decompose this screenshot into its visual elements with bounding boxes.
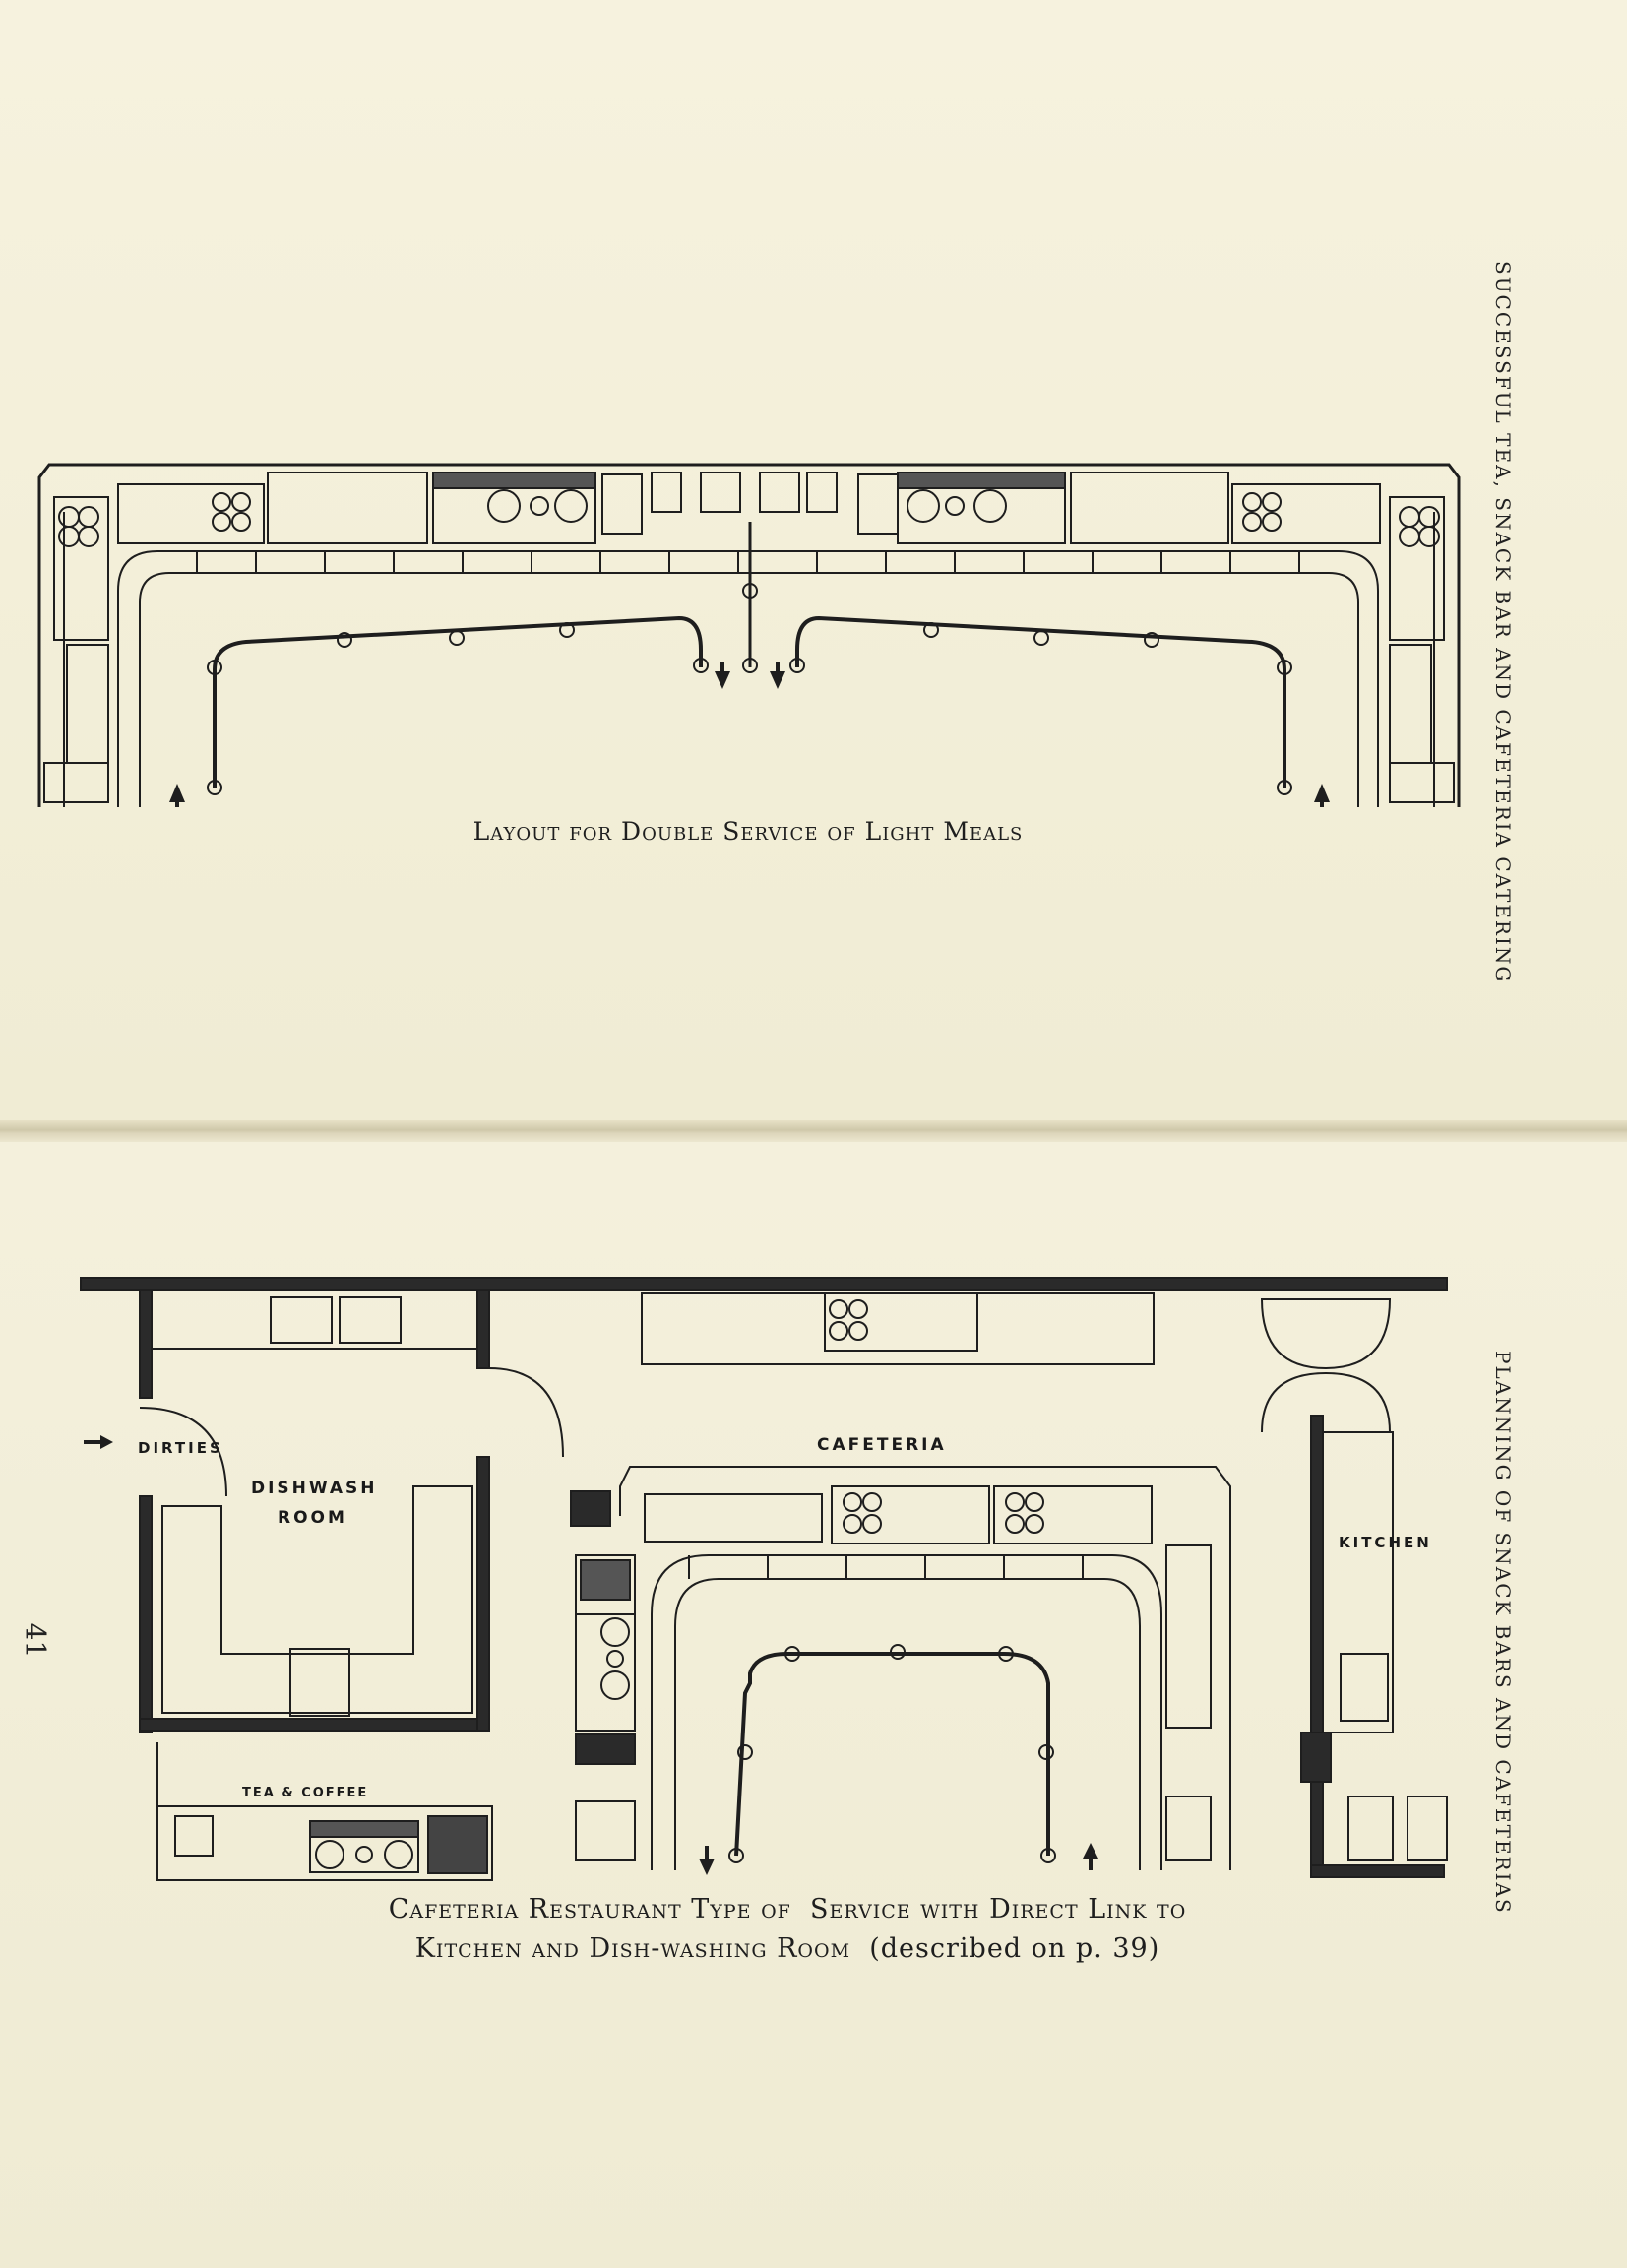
bottom-caption-line-2: Kitchen and Dish-washing Room (described… [295, 1929, 1280, 1969]
label-room: ROOM [278, 1508, 347, 1528]
page-number: 41 [19, 1622, 52, 1659]
top-caption: Layout for Double Service of Light Meals [472, 817, 1024, 846]
label-cafeteria: CAFETERIA [817, 1435, 947, 1455]
top-page [0, 0, 1627, 1124]
caption-part-3: Kitchen and Dish-washing Room [414, 1933, 851, 1964]
book-gutter [0, 1120, 1627, 1142]
caption-part-2: Service with Direct Link to [810, 1894, 1187, 1924]
caption-part-4: (described on p. 39) [869, 1933, 1160, 1964]
label-dirties: DIRTIES [138, 1439, 223, 1457]
running-head-bottom: PLANNING OF SNACK BARS AND CAFETERIAS [1491, 1351, 1515, 1915]
bottom-caption: Cafeteria Restaurant Type of Service wit… [295, 1890, 1280, 1969]
bottom-caption-line-1: Cafeteria Restaurant Type of Service wit… [295, 1890, 1280, 1929]
label-kitchen: KITCHEN [1339, 1534, 1432, 1551]
label-dishwash: DISHWASH [251, 1479, 378, 1498]
label-tea-coffee: TEA & COFFEE [242, 1786, 369, 1800]
running-head-top: SUCCESSFUL TEA, SNACK BAR AND CAFETERIA … [1491, 261, 1515, 984]
caption-part-1: Cafeteria Restaurant Type of [388, 1894, 791, 1924]
